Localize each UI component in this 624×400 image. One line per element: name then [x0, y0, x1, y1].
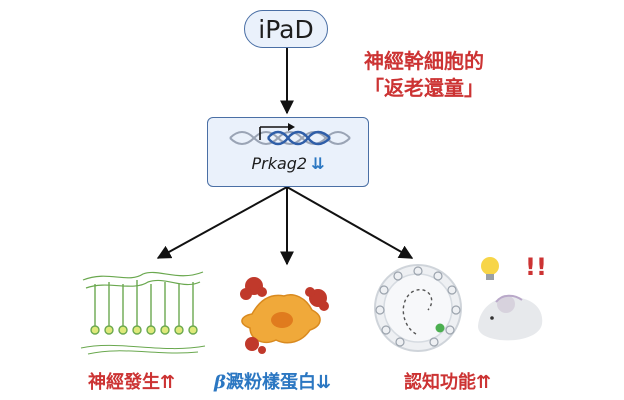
- gene-down-arrow: ⇊: [311, 154, 325, 173]
- caption: 神經幹細胞的 「返老還童」: [344, 48, 504, 102]
- beta-symbol: β: [214, 372, 226, 393]
- caption-line-1: 神經幹細胞的: [364, 49, 484, 73]
- lightbulb-icon: [481, 257, 499, 280]
- arrow-gene-to-cognition: [286, 186, 414, 259]
- water-maze-icon: [374, 264, 462, 352]
- promoter-arrow-icon: [259, 123, 295, 140]
- cognition-text: 認知功能: [404, 372, 476, 393]
- amyloid-text: 澱粉樣蛋白: [225, 372, 316, 393]
- outcome-label-neurogenesis: 神經發生⇈: [88, 368, 175, 394]
- arrow-gene-to-neurogenesis: [156, 186, 288, 259]
- neurogenesis-up-arrow: ⇈: [160, 372, 176, 393]
- cognition-up-arrow: ⇈: [476, 372, 492, 393]
- amyloid-down-arrow: ⇊: [315, 372, 332, 393]
- neurogenesis-text: 神經發生: [88, 372, 160, 393]
- caption-line-2: 「返老還童」: [364, 76, 484, 100]
- alert-exclamation: !!: [525, 253, 547, 281]
- ipad-node: iPaD: [244, 10, 328, 48]
- prkag2-gene-box: Prkag2⇊: [207, 117, 369, 187]
- neuron-row-icon: [80, 271, 206, 355]
- gene-name: Prkag2: [251, 154, 308, 173]
- ipad-label: iPaD: [258, 14, 314, 44]
- gene-label: Prkag2⇊: [208, 154, 368, 173]
- mouse-with-lightbulb-icon: [478, 257, 543, 341]
- outcome-label-cognition: 認知功能⇈: [404, 368, 491, 394]
- dna-helix-icon: [229, 123, 351, 146]
- outcome-label-amyloid: β澱粉樣蛋白⇊: [214, 368, 331, 394]
- amyloid-cell-icon: [240, 277, 329, 354]
